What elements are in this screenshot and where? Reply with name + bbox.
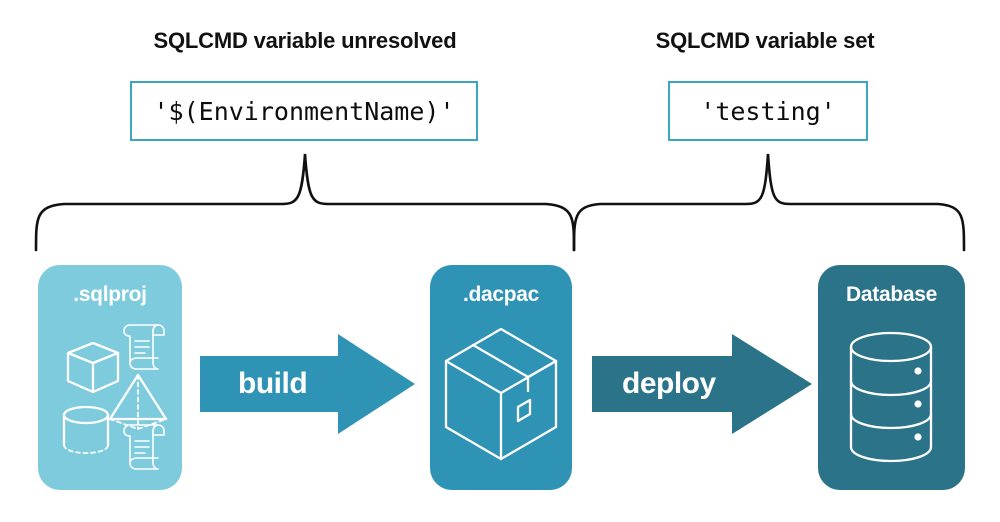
- arrow-shape-build: [200, 334, 415, 434]
- package-box-icon: [444, 327, 558, 461]
- database-cylinder-icon: [849, 331, 933, 463]
- artifact-card-sqlproj: .sqlproj: [38, 265, 182, 490]
- sqlcmd-value-box-set: 'testing': [668, 81, 868, 141]
- annotation-heading-right: SQLCMD variable set: [655, 28, 875, 53]
- artifact-card-database: Database: [818, 265, 965, 490]
- cube-icon: [66, 341, 120, 394]
- artifact-card-dacpac: .dacpac: [430, 265, 572, 490]
- card-title-dacpac: .dacpac: [462, 283, 540, 306]
- cylinder-icon: [62, 405, 110, 454]
- script-icon: [123, 324, 165, 370]
- annotation-heading-left: SQLCMD variable unresolved: [153, 28, 457, 53]
- brace-left: [34, 153, 576, 252]
- card-title-database: Database: [846, 283, 937, 306]
- process-arrow-build: build: [200, 330, 415, 438]
- process-arrow-deploy: deploy: [592, 330, 812, 438]
- card-title-sqlproj: .sqlproj: [73, 283, 147, 306]
- arrow-shape-deploy: [592, 334, 812, 434]
- pyramid-icon: [108, 373, 168, 430]
- sqlcmd-value-box-unresolved: '$(EnvironmentName)': [130, 81, 478, 141]
- dacpac-package-illustration: [444, 327, 558, 461]
- sqlproj-artifacts-illustration: [62, 324, 168, 470]
- script-icon: [123, 424, 165, 470]
- database-illustration: [849, 331, 933, 463]
- brace-right: [572, 153, 966, 252]
